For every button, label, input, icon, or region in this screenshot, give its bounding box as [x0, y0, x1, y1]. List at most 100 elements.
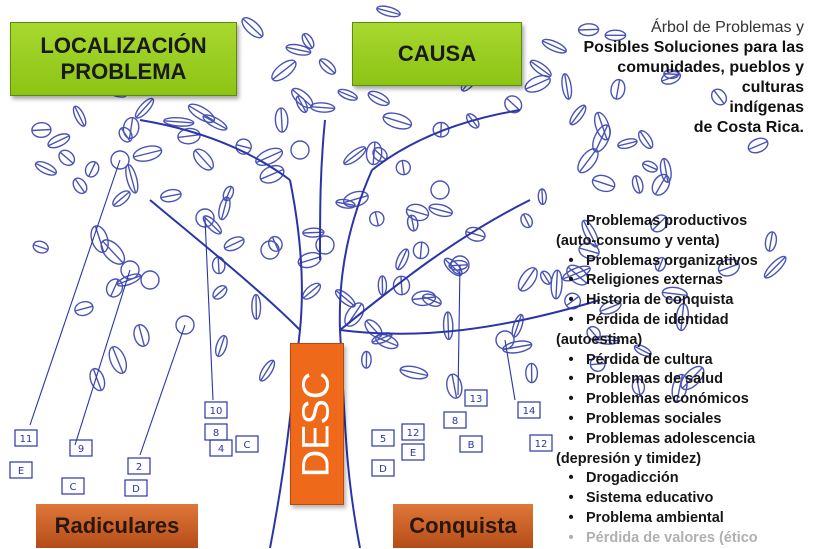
sketch-mini-label: E	[18, 466, 24, 477]
problem-list-item: •Problemas organizativos	[556, 252, 816, 272]
leaf-vein-sketch	[420, 242, 421, 258]
problem-list-item: •Historia de conquista	[556, 291, 816, 311]
leaf-vein-sketch	[281, 108, 282, 132]
leaf-vein-sketch	[103, 241, 123, 263]
leaf-vein-sketch	[75, 306, 93, 311]
leaf-vein-sketch	[111, 280, 119, 297]
problem-text: (autoestima)	[556, 331, 642, 351]
sketch-arrow	[75, 270, 130, 445]
leaf-vein-sketch	[32, 130, 51, 131]
sketch-mini-label: 2	[136, 462, 142, 473]
localizacion-label: LOCALIZACIÓN	[40, 33, 206, 59]
leaf-vein-sketch	[33, 245, 48, 250]
title-line-5: indígenas	[514, 98, 804, 118]
problem-text: Historia de conquista	[586, 291, 733, 311]
leaf-vein-sketch	[636, 176, 640, 193]
sketch-mini-label: 9	[78, 444, 84, 455]
conquista-box: Conquista	[393, 504, 533, 548]
problem-text: Pérdida de cultura	[586, 351, 713, 371]
leaf-vein-sketch	[520, 268, 535, 290]
leaf-vein-sketch	[195, 150, 212, 169]
leaf-vein-sketch	[448, 312, 449, 340]
sketch-mini-label: C	[70, 482, 77, 493]
problem-list-item: •Problemas de salud	[556, 370, 816, 390]
sketch-mini-label: 8	[213, 428, 219, 439]
problem-text: Problemas adolescencia	[586, 430, 755, 450]
problem-list-item: •Pérdida de identidad	[556, 311, 816, 331]
leaf-vein-sketch	[48, 136, 69, 146]
leaf-vein-sketch	[320, 60, 335, 73]
leaf-vein-sketch	[273, 62, 296, 80]
sketch-mini-label: B	[468, 440, 475, 451]
problem-list: Problemas productivos(auto-consumo y ven…	[556, 212, 816, 549]
leaf-vein-sketch	[134, 150, 162, 157]
fruit-sketch	[316, 236, 334, 254]
leaf-vein-sketch	[236, 145, 251, 149]
sketch-mini-label: C	[244, 440, 251, 451]
problem-text: Sistema educativo	[586, 489, 713, 509]
title-line-2: Posibles Soluciones para las	[514, 38, 804, 58]
bullet-icon: •	[556, 410, 586, 430]
leaf-vein-sketch	[218, 257, 219, 274]
leaf-vein-sketch	[452, 374, 457, 398]
sketch-mini-label: 5	[380, 434, 386, 445]
bullet-icon: •	[556, 509, 586, 529]
problem-text: Problema ambiental	[586, 509, 724, 529]
fruit-sketch	[141, 271, 159, 289]
leaf-vein-sketch	[441, 123, 442, 137]
causa-label: CAUSA	[398, 41, 476, 67]
sketch-arrow	[205, 218, 213, 400]
sketch-mini-label: 8	[452, 416, 458, 427]
desc-box: DESC	[290, 343, 344, 505]
bullet-icon: •	[556, 390, 586, 410]
bullet-icon: •	[556, 311, 586, 331]
sketch-mini-label: 14	[523, 406, 536, 417]
conquista-label: Conquista	[409, 513, 517, 539]
problem-text: Problemas económicos	[586, 390, 749, 410]
bullet-icon: •	[556, 291, 586, 311]
problem-list-item: Problemas productivos	[556, 212, 816, 232]
leaf-vein-sketch	[338, 91, 357, 99]
leaf-vein-sketch	[402, 161, 404, 175]
problem-list-item: •Pérdida de valores (ético	[556, 529, 816, 549]
sketch-mini-label: D	[132, 484, 140, 495]
radiculares-label: Radiculares	[55, 513, 180, 539]
fruit-sketch	[261, 241, 279, 259]
leaf-vein-sketch	[272, 237, 278, 251]
localizacion-problema-box: LOCALIZACIÓN PROBLEMA	[10, 22, 237, 96]
tree-trunk	[140, 110, 600, 548]
problem-list-item: (depresión y timidez)	[556, 450, 816, 470]
radiculares-box: Radiculares	[36, 504, 198, 548]
diagram-title: Árbol de Problemas y Posibles Soluciones…	[514, 18, 804, 138]
bullet-icon: •	[556, 489, 586, 509]
bullet-icon: •	[556, 271, 586, 291]
sketch-arrow	[505, 340, 515, 400]
sketch-mini-label: 12	[407, 428, 420, 439]
fruit-sketch	[291, 141, 309, 159]
bullet-icon: •	[556, 252, 586, 272]
bullet-icon: •	[556, 430, 586, 450]
leaf-vein-sketch	[128, 165, 136, 193]
leaf-vein-sketch	[89, 162, 96, 176]
problem-text: Problemas productivos	[586, 212, 747, 232]
leaf-vein-sketch	[139, 325, 145, 346]
problema-label: PROBLEMA	[61, 59, 187, 85]
problem-list-item: •Religiones externas	[556, 271, 816, 291]
sketch-mini-label: E	[410, 448, 416, 459]
problem-text: Pérdida de valores (ético	[586, 529, 758, 549]
leaf-vein-sketch	[243, 19, 262, 37]
problem-text: Drogadicción	[586, 469, 679, 489]
problem-list-item: •Drogadicción	[556, 469, 816, 489]
leaf-vein-sketch	[580, 150, 597, 172]
title-line-6: de Costa Rica.	[514, 118, 804, 138]
leaf-vein-sketch	[303, 284, 319, 298]
problem-text: Problemas organizativos	[586, 252, 758, 272]
problem-list-item: (auto-consumo y venta)	[556, 232, 816, 252]
fruit-sketch	[431, 181, 449, 199]
leaf-vein-sketch	[398, 249, 407, 269]
sketch-mini-label: 13	[470, 394, 483, 405]
sketch-mini-label: 12	[535, 439, 548, 450]
title-line-1: Árbol de Problemas y	[514, 18, 804, 38]
desc-label: DESC	[296, 371, 339, 477]
leaf-vein-sketch	[164, 121, 194, 123]
